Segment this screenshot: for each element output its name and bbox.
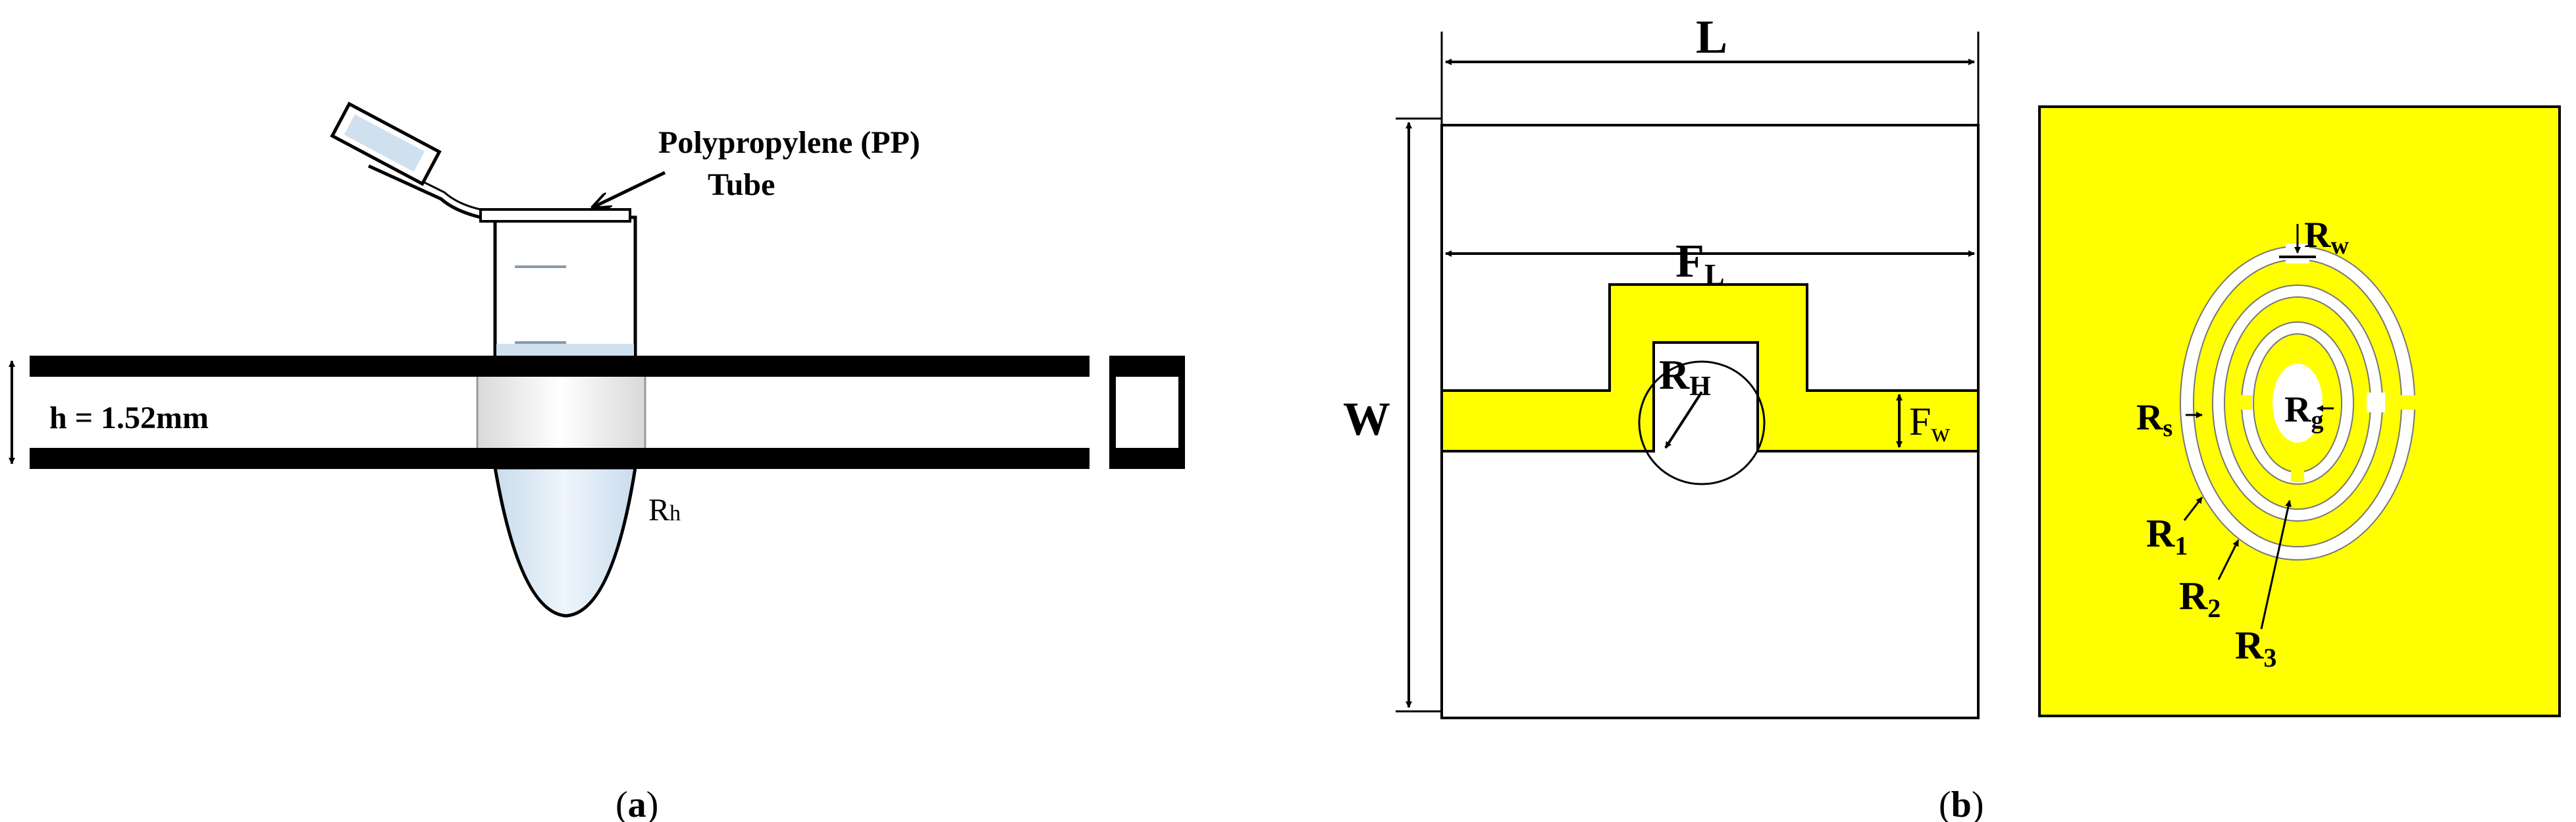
ring-center bbox=[2273, 364, 2323, 443]
tube-hinge-inner bbox=[375, 157, 481, 211]
ring-gap-label: Rg bbox=[2284, 389, 2323, 434]
panel-a: h = 1.52mm Polypropylene (PP) Tube Rh (a… bbox=[9, 101, 1185, 822]
tube-liquid bbox=[496, 344, 634, 356]
thickness-label: h = 1.52mm bbox=[49, 400, 209, 435]
ring-split-bottom bbox=[2291, 469, 2304, 482]
substrate-top-layer bbox=[30, 356, 1090, 377]
ring-spacing-label: Rs bbox=[2136, 397, 2172, 442]
tube-hinge bbox=[367, 164, 481, 219]
r3-label: R3 bbox=[2235, 624, 2276, 672]
panel-b-resonator-view: Rw Rs Rg R1 R2 R3 bbox=[2038, 105, 2561, 717]
tube-body bbox=[493, 215, 637, 358]
tube-rim bbox=[479, 208, 631, 223]
hole-label: RH bbox=[1659, 351, 1711, 402]
tube-lid bbox=[330, 101, 442, 186]
hole-radius-arrow bbox=[1664, 391, 1703, 449]
r1-pointer bbox=[2183, 497, 2203, 521]
ring-split-left bbox=[2234, 395, 2252, 410]
feed-width-label: Fw bbox=[1909, 400, 1950, 447]
feed-line bbox=[1440, 283, 1980, 452]
substrate-end-left bbox=[1109, 356, 1116, 469]
tube-cone bbox=[493, 466, 637, 618]
substrate-end-right bbox=[1178, 356, 1185, 469]
tube-label-line1: Polypropylene (PP) bbox=[658, 125, 920, 160]
caption-b: (b) bbox=[1939, 784, 1984, 822]
r1-label: R1 bbox=[2146, 512, 2188, 561]
r2-label: R2 bbox=[2179, 574, 2221, 623]
r2-pointer bbox=[2217, 539, 2240, 580]
ring-split-right-2 bbox=[2367, 393, 2385, 412]
tube-pointer-arrow bbox=[592, 171, 666, 207]
ring-split-right-1 bbox=[2396, 395, 2416, 410]
ring-width-label: Rw bbox=[2304, 215, 2349, 260]
r3-pointer bbox=[2260, 500, 2292, 630]
hole-circle bbox=[1638, 360, 1766, 485]
substrate-hole bbox=[477, 377, 645, 448]
substrate-end-bottom bbox=[1109, 448, 1185, 469]
width-label: W bbox=[1343, 393, 1390, 445]
substrate-end-top bbox=[1109, 356, 1185, 377]
length-label: L bbox=[1696, 11, 1727, 63]
panel-b-feed-view: L W FL RH Fw bbox=[1343, 11, 1980, 719]
caption-a: (a) bbox=[616, 784, 658, 822]
hole-radius-label: Rh bbox=[648, 493, 681, 528]
substrate-bottom-layer bbox=[30, 448, 1090, 469]
tube-label-line2: Tube bbox=[708, 167, 775, 202]
